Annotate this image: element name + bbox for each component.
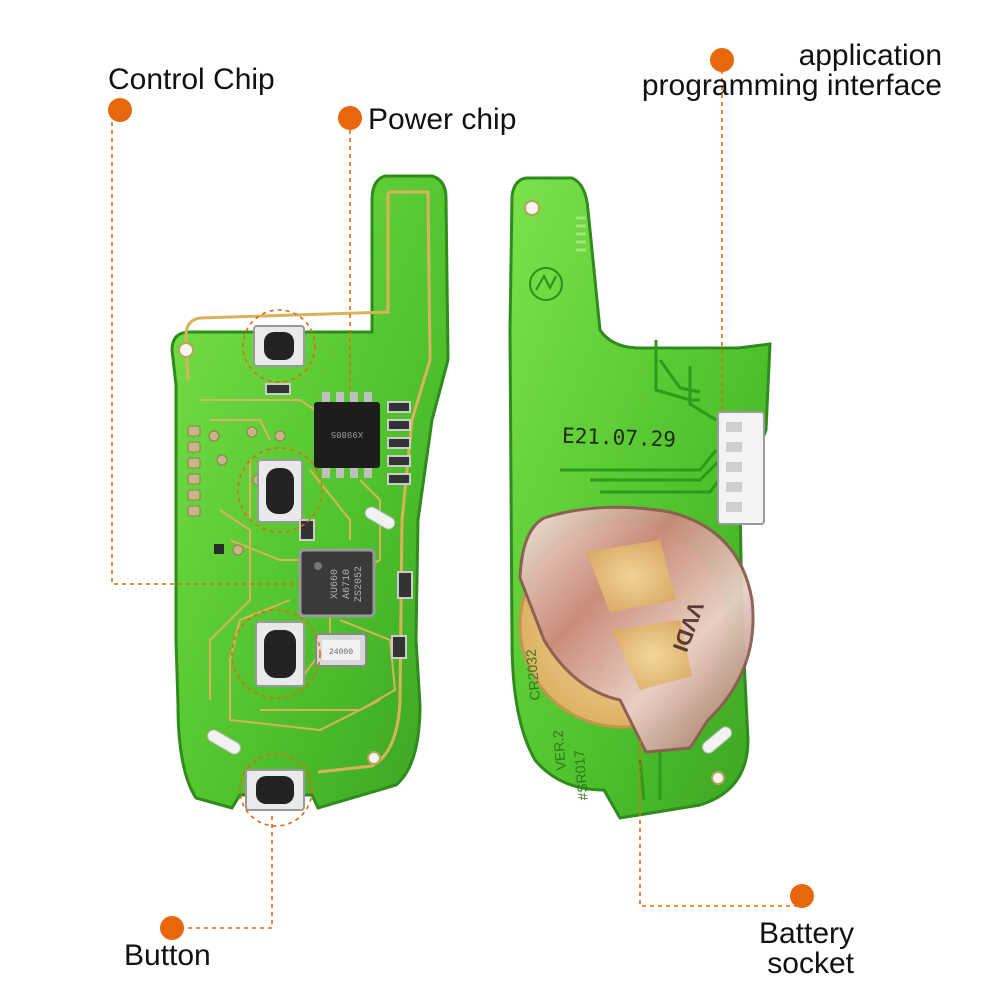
control-chip-label: Control Chip	[108, 63, 275, 96]
battery-socket: VVDI	[518, 505, 755, 754]
left-mount-hole-top	[178, 342, 194, 358]
control-chip-callout-dot	[108, 98, 132, 122]
left-tactile-button-lower	[255, 621, 305, 687]
api-callout-dot	[710, 48, 734, 72]
power-chip: X99805	[314, 392, 380, 478]
right-pcb: E21.07.29 VVDI CR2032	[508, 176, 772, 820]
power-chip-label: Power chip	[368, 103, 517, 136]
power-chip-marking: X99805	[331, 429, 363, 439]
date-code: E21.07.29	[562, 424, 677, 452]
right-mount-hole-top	[524, 200, 540, 216]
right-oval-pad	[702, 726, 732, 754]
button-label: Button	[124, 939, 211, 972]
left-tactile-button-bottom	[245, 769, 305, 811]
button-callout-dot	[160, 916, 184, 940]
callout-lines	[111, 70, 802, 929]
control-chip-marking-3: ZS2052	[354, 566, 365, 602]
control-chip-marking-2: A6710	[342, 569, 353, 599]
api-label-line2: programming interface	[641, 69, 942, 102]
crystal-marking: 24000	[329, 648, 353, 657]
crystal-oscillator: 24000	[315, 633, 367, 667]
left-tactile-button-top	[253, 325, 305, 367]
left-tactile-button-middle	[257, 459, 303, 523]
callout-highlight-circles	[231, 309, 323, 827]
battery-callout-dot	[790, 884, 814, 908]
api-label-line1: application	[798, 39, 942, 72]
left-oval-pad-2	[207, 729, 241, 755]
programming-connector	[717, 411, 765, 525]
battery-clip-cutout	[586, 540, 676, 612]
left-contact-pads	[187, 425, 286, 556]
left-small-square-pad	[214, 544, 224, 554]
battery-label-line2: socket	[767, 947, 854, 980]
right-traces	[560, 340, 724, 801]
battery-type-silkscreen: CR2032	[523, 648, 543, 701]
brand-logo-icon	[529, 267, 563, 301]
power-chip-callout-dot	[338, 106, 362, 130]
version-silkscreen: VER.2	[550, 729, 569, 771]
right-mount-hole-bottom	[711, 771, 725, 785]
control-chip-marking-1: XU660	[330, 569, 341, 599]
callout-dots	[108, 48, 814, 940]
control-chip: XU660 A6710 ZS2052	[298, 548, 376, 618]
right-edge-comb	[576, 216, 586, 252]
left-pcb: X99805 XU660 A6710 ZS2052 24000	[170, 174, 450, 811]
battery-clip-cutout-2	[612, 620, 692, 690]
model-silkscreen: #SR017	[571, 749, 591, 801]
battery-label-line1: Battery	[758, 917, 854, 950]
brand-logo-mark	[535, 273, 557, 291]
left-oval-pad-1	[364, 506, 396, 530]
left-mount-hole-bottom	[367, 751, 381, 765]
left-pcb-board	[170, 174, 450, 810]
left-smd-resistors	[265, 383, 413, 659]
